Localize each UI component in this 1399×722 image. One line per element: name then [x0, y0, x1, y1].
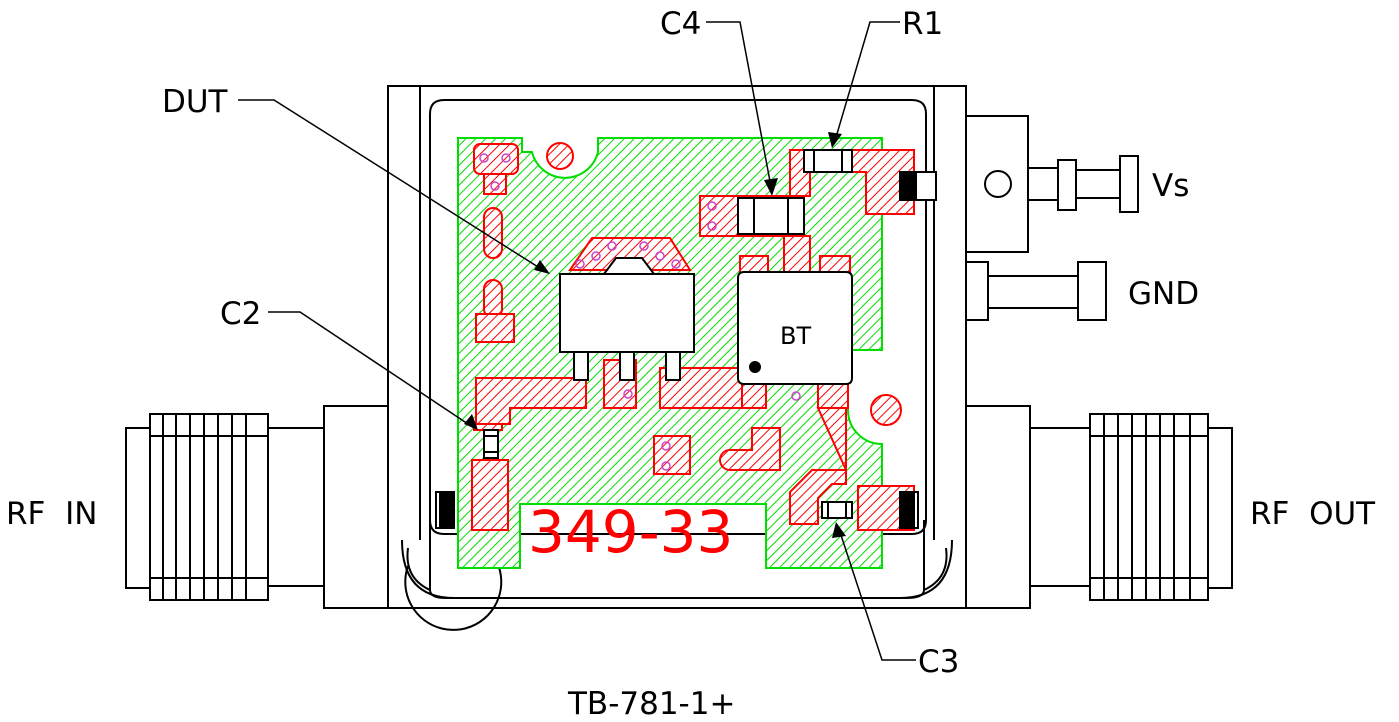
connector-pins — [435, 171, 937, 529]
dut-component — [559, 257, 695, 381]
mounting-holes — [546, 142, 902, 426]
c3-capacitor — [821, 501, 853, 519]
label-gnd: GND — [1128, 276, 1199, 312]
r1-resistor — [803, 149, 853, 173]
bt-label: BT — [780, 322, 811, 350]
label-r1: R1 — [902, 6, 943, 42]
label-rf-in: RF IN — [6, 496, 97, 532]
board-id: TB-781-1+ — [567, 686, 735, 722]
gnd-terminal — [965, 261, 1107, 321]
c4-capacitor — [737, 197, 805, 235]
label-c3: C3 — [918, 644, 959, 680]
vias — [479, 153, 801, 471]
rf-in-connector — [125, 405, 389, 609]
bt-component — [737, 271, 853, 385]
label-vs: Vs — [1152, 168, 1189, 204]
rf-out-connector — [965, 405, 1233, 609]
vs-terminal — [965, 115, 1139, 253]
label-dut: DUT — [162, 84, 229, 120]
label-rf-out: RF OUT — [1250, 496, 1376, 532]
leader-lines — [238, 21, 916, 661]
part-number: 349-33 — [528, 498, 733, 566]
c2-capacitor — [483, 429, 499, 459]
leader-arrows — [464, 132, 846, 538]
label-c4: C4 — [660, 6, 701, 42]
label-c2: C2 — [220, 296, 261, 332]
